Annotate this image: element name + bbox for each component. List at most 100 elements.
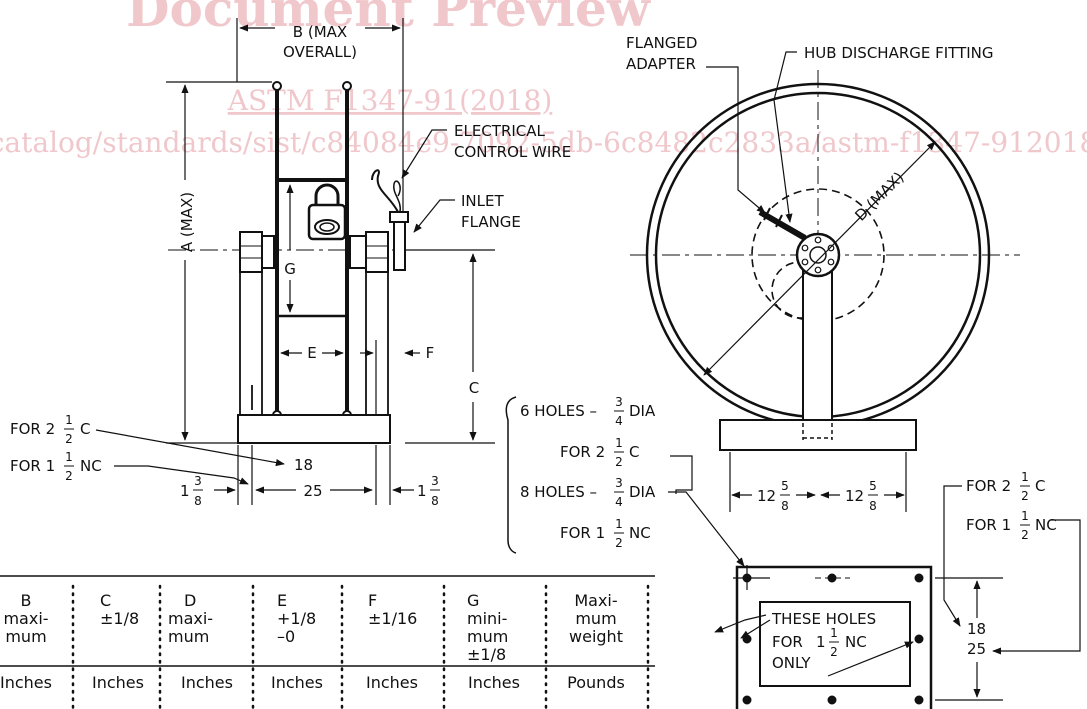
eight-holes-label: 8 HOLES –: [520, 483, 597, 501]
watermark-standard: ASTM F1347-91(2018): [227, 84, 553, 117]
front-left-den: 8: [781, 499, 789, 513]
flanged-label-2: ADAPTER: [626, 55, 696, 73]
watermark-title: Document Preview: [126, 0, 652, 38]
col-header-line: weight: [569, 627, 623, 646]
col-header-line: ±1/16: [368, 609, 417, 628]
col-header-line: mini-: [467, 609, 507, 628]
base-for-nc-num: 1: [1021, 509, 1029, 523]
base-dim-25: 25: [967, 640, 986, 658]
col-unit: Inches: [366, 673, 418, 692]
base-note-2-whole: 1: [816, 633, 826, 651]
side-view-labels: B (MAX OVERALL) A (MAX) G E F C ELECTRIC…: [10, 23, 571, 508]
for-c-suffix: C: [80, 420, 90, 438]
col-header-line: Maxi-: [574, 591, 617, 610]
inlet-label-1: INLET: [461, 192, 504, 210]
holes-for-c-suffix: C: [629, 443, 639, 461]
col-header-line: E: [277, 591, 287, 610]
holes-for-nc-den: 2: [615, 536, 623, 550]
base-for-nc: FOR 1: [966, 516, 1011, 534]
six-holes-label: 6 HOLES –: [520, 402, 597, 420]
electrical-label-1: ELECTRICAL: [454, 122, 546, 140]
front-left-whole: 12: [757, 487, 776, 505]
for-nc-frac-num: 1: [65, 450, 73, 464]
for-nc-frac-den: 2: [65, 469, 73, 483]
col-header-line: –0: [277, 627, 295, 646]
six-holes-dia: DIA: [629, 402, 656, 420]
col-header-line: ±1/8: [100, 609, 139, 628]
hub-fitting-label: HUB DISCHARGE FITTING: [804, 44, 994, 62]
base-note-1: THESE HOLES: [771, 610, 876, 628]
dim-left-num: 3: [194, 474, 202, 488]
col-header-line: mum: [575, 609, 616, 628]
table-col-d: D maxi- mum Inches: [168, 591, 233, 692]
dim-left-den: 8: [194, 494, 202, 508]
dim-right-whole: 1: [417, 482, 427, 500]
base-for-c-suffix: C: [1035, 477, 1045, 495]
a-dim-label: A (MAX): [178, 192, 196, 252]
g-dim-label: G: [284, 260, 296, 278]
base-dim-18: 18: [967, 620, 986, 638]
front-left-num: 5: [781, 479, 789, 493]
base-for-c-den: 2: [1021, 489, 1029, 503]
holes-for-c-den: 2: [615, 455, 623, 469]
front-right-den: 8: [869, 499, 877, 513]
dim-18: 18: [294, 456, 313, 474]
base-for-c: FOR 2: [966, 477, 1011, 495]
base-note-2-num: 1: [830, 626, 838, 640]
front-right-num: 5: [869, 479, 877, 493]
c-dim-label: C: [469, 379, 479, 397]
col-header-line: B: [21, 591, 32, 610]
col-header-line: F: [368, 591, 377, 610]
col-header-line: maxi-: [3, 609, 48, 628]
six-holes-den: 4: [615, 414, 623, 428]
col-header-line: ±1/8: [467, 645, 506, 664]
for-c-frac-den: 2: [65, 432, 73, 446]
f-dim-label: F: [426, 344, 435, 362]
col-header-line: mum: [467, 627, 508, 646]
holes-for-nc-num: 1: [615, 517, 623, 531]
base-for-nc-suffix: NC: [1035, 516, 1057, 534]
col-header-line: C: [100, 591, 111, 610]
holes-for-nc: FOR 1: [560, 524, 605, 542]
base-for-nc-den: 2: [1021, 528, 1029, 542]
holes-note: 6 HOLES – 3 4 DIA FOR 2 1 2 C 8 HOLES – …: [505, 395, 745, 567]
col-header-line: +1/8: [277, 609, 316, 628]
holes-for-c-num: 1: [615, 436, 623, 450]
holes-for-nc-suffix: NC: [629, 524, 651, 542]
col-unit: Inches: [181, 673, 233, 692]
flanged-label-1: FLANGED: [626, 34, 697, 52]
dimension-table: B maxi- mum Inches C ±1/8 Inches D maxi-…: [0, 575, 655, 709]
b-dim-label-2: OVERALL): [283, 43, 357, 61]
base-for-c-num: 1: [1021, 470, 1029, 484]
col-header-line: mum: [5, 627, 46, 646]
electrical-label-2: CONTROL WIRE: [454, 143, 571, 161]
col-unit: Pounds: [567, 673, 625, 692]
for-c-label: FOR 2: [10, 420, 55, 438]
e-dim-label: E: [307, 344, 316, 362]
base-plan-labels: FOR 2 1 2 C FOR 1 1 2 NC 18 25 THESE HOL…: [771, 470, 1057, 672]
col-header-line: mum: [168, 627, 209, 646]
base-note-2-suffix: NC: [845, 633, 867, 651]
table-col-e: E +1/8 –0 Inches: [271, 591, 323, 692]
col-header-line: maxi-: [168, 609, 213, 628]
for-nc-label: FOR 1: [10, 457, 55, 475]
dim-right-den: 8: [431, 494, 439, 508]
col-unit: Inches: [0, 673, 52, 692]
dim-left-whole: 1: [180, 482, 190, 500]
eight-holes-num: 3: [615, 476, 623, 490]
d-dim-label: D (MAX): [851, 168, 907, 224]
table-col-g: G mini- mum ±1/8 Inches: [467, 591, 520, 692]
col-unit: Inches: [271, 673, 323, 692]
inlet-label-2: FLANGE: [461, 213, 521, 231]
col-header-line: D: [184, 591, 196, 610]
table-col-b: B maxi- mum Inches: [0, 591, 52, 692]
table-col-weight: Maxi- mum weight Pounds: [567, 591, 625, 692]
table-col-f: F ±1/16 Inches: [366, 591, 418, 692]
col-unit: Inches: [468, 673, 520, 692]
front-view: [630, 51, 1020, 512]
eight-holes-den: 4: [615, 495, 623, 509]
side-view: [95, 18, 495, 505]
dim-25: 25: [303, 482, 322, 500]
table-col-c: C ±1/8 Inches: [92, 591, 144, 692]
